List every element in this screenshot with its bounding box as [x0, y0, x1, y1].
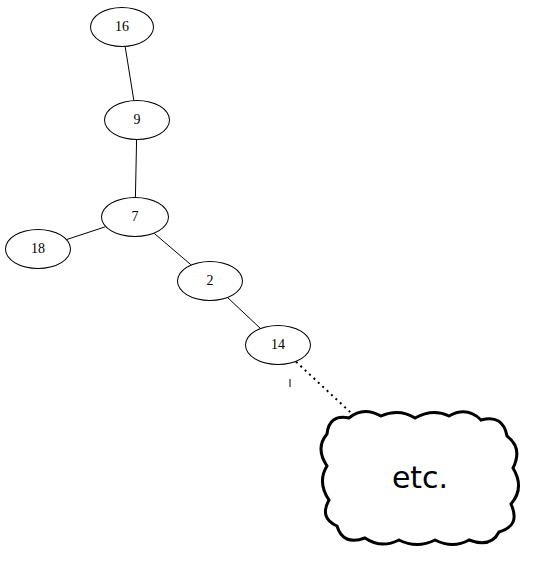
- node-label: 16: [115, 19, 129, 35]
- number-node: 14: [245, 325, 311, 365]
- number-node: 16: [90, 7, 154, 47]
- node-label: 9: [134, 112, 141, 128]
- node-label: etc.: [392, 460, 448, 495]
- node-label: 18: [31, 241, 45, 257]
- number-node: 2: [177, 261, 243, 301]
- tree-edge: [125, 47, 134, 100]
- node-label: 14: [271, 337, 285, 353]
- number-node: 18: [5, 229, 71, 269]
- tree-edge: [67, 227, 105, 240]
- cloud-node: etc.: [315, 406, 525, 549]
- node-label: 2: [207, 273, 214, 289]
- tree-edge: [135, 140, 136, 197]
- number-node: 7: [101, 197, 169, 237]
- tick-mark: [290, 379, 291, 387]
- tree-edge: [154, 233, 191, 264]
- tree-edge: [228, 298, 260, 328]
- node-label: 7: [132, 209, 139, 225]
- number-node: 9: [104, 100, 170, 140]
- cloud-path: [321, 411, 519, 544]
